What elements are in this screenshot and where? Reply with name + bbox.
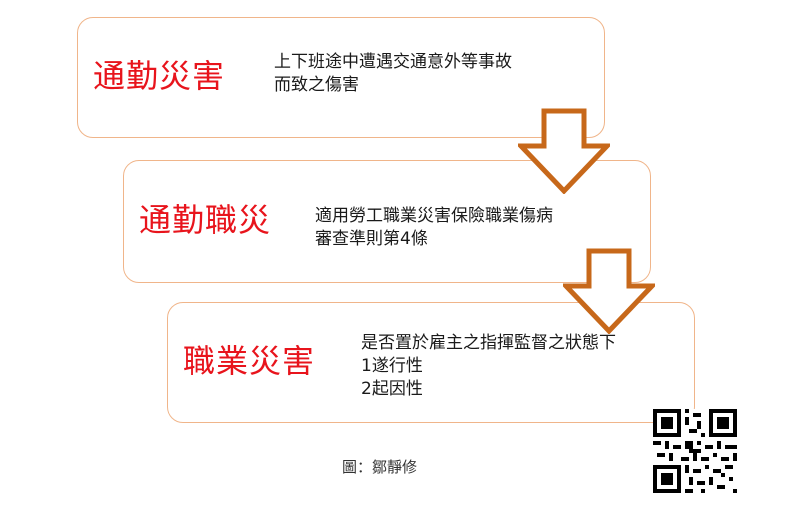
step-description-line: 2起因性	[361, 379, 423, 399]
step-description-line: 1遂行性	[361, 356, 423, 376]
figure-caption: 圖：鄒靜修	[342, 458, 418, 476]
step-description-line: 適用勞工職業災害保險職業傷病	[315, 206, 553, 226]
step-description-line: 是否置於雇主之指揮監督之狀態下	[361, 333, 616, 353]
step-title: 通勤災害	[93, 57, 226, 95]
step-description: 是否置於雇主之指揮監督之狀態下 1遂行性 2起因性	[361, 332, 616, 401]
step-box-commute-accident: 通勤災害 上下班途中遭遇交通意外等事故 而致之傷害	[77, 17, 605, 138]
qr-code-icon[interactable]	[653, 409, 737, 493]
down-arrow-icon	[563, 248, 655, 334]
step-title: 職業災害	[183, 342, 316, 380]
step-description-line: 上下班途中遭遇交通意外等事故	[274, 52, 512, 72]
step-description: 適用勞工職業災害保險職業傷病 審查準則第4條	[315, 205, 553, 251]
step-title: 通勤職災	[139, 201, 272, 239]
step-description-line: 審查準則第4條	[315, 229, 428, 249]
down-arrow-icon	[518, 108, 610, 194]
step-description-line: 而致之傷害	[274, 75, 359, 95]
step-description: 上下班途中遭遇交通意外等事故 而致之傷害	[274, 51, 512, 97]
